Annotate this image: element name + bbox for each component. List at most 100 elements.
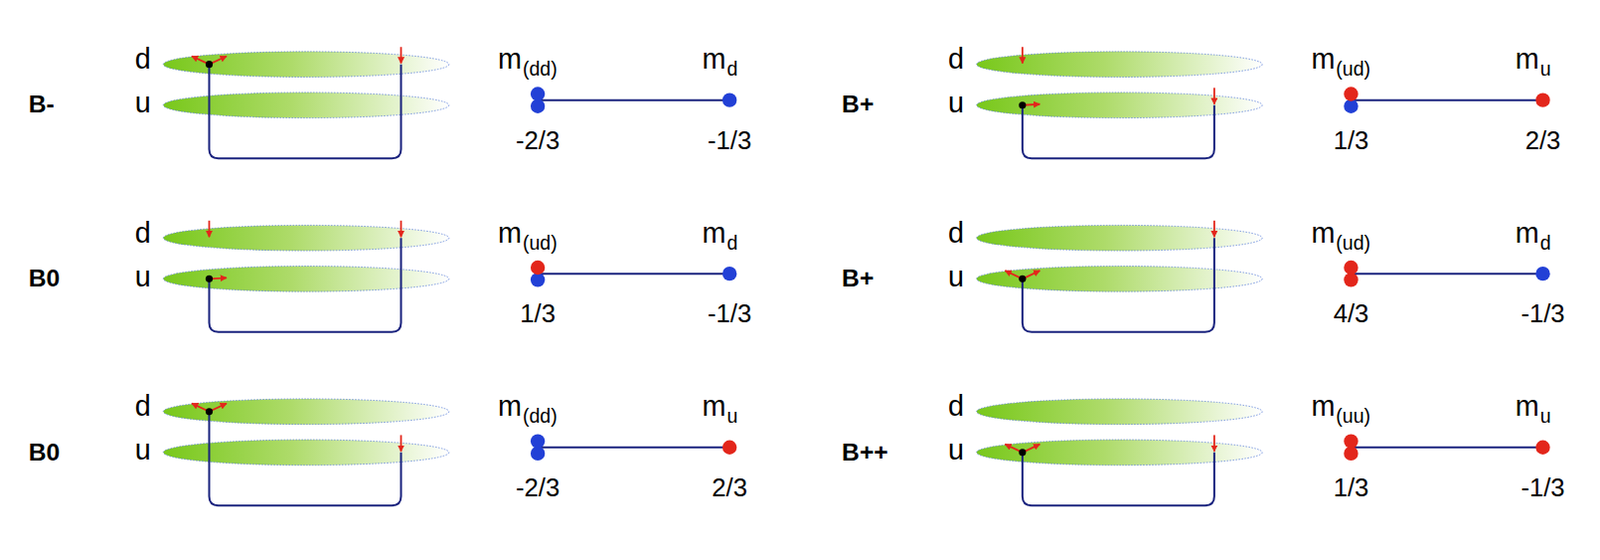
spin-arrow: [400, 220, 403, 237]
mass-line: [537, 446, 730, 449]
mass-symbol: m: [1310, 391, 1335, 421]
bracket-line: [1022, 105, 1215, 159]
mass-symbol: m: [1310, 44, 1335, 74]
panel-figure: [162, 398, 737, 505]
bracket-line: [208, 237, 401, 331]
charge-value: 2/3: [711, 475, 748, 501]
band-letter: d: [135, 218, 152, 248]
charge-value: -1/3: [707, 301, 752, 327]
band-letter: d: [948, 391, 964, 421]
quark-dot: [1343, 272, 1358, 287]
vertex-dot: [205, 60, 213, 68]
mass-subscript: (ud): [1335, 233, 1371, 254]
band-ellipse: [976, 439, 1264, 466]
mass-subscript: (ud): [522, 233, 558, 254]
particle-name: B-: [28, 92, 55, 118]
mass-symbol: m: [701, 44, 726, 74]
quark-dot: [530, 433, 545, 448]
band-ellipse: [976, 398, 1264, 425]
band-ellipse: [976, 265, 1264, 292]
band-letter: d: [135, 44, 152, 74]
mass-symbol: m: [1515, 44, 1540, 74]
particle-name: B++: [841, 440, 889, 466]
spin-arrow: [400, 434, 403, 451]
mass-subscript: (ud): [1335, 59, 1371, 80]
quark-dot: [530, 272, 545, 287]
quark-dot: [1535, 440, 1550, 455]
particle-name: B0: [28, 266, 60, 292]
charge-value: 1/3: [1333, 128, 1370, 155]
band-letter: u: [948, 435, 964, 465]
quark-dot: [722, 440, 737, 455]
particle-name: B+: [841, 92, 874, 118]
band-letter: d: [948, 44, 964, 74]
band-ellipse: [162, 398, 450, 425]
vertex-dot: [205, 275, 213, 283]
mass-subscript: d: [1540, 233, 1552, 254]
mass-symbol: m: [497, 391, 522, 421]
quark-dot: [530, 99, 545, 114]
charge-value: -2/3: [515, 475, 560, 501]
band-letter: u: [135, 435, 152, 465]
quark-dot: [530, 446, 545, 461]
band-ellipse: [162, 51, 450, 78]
quark-dot: [1343, 446, 1358, 461]
mass-line: [1350, 272, 1543, 275]
mass-subscript: u: [1540, 406, 1552, 427]
band-ellipse: [162, 265, 450, 292]
band-ellipse: [976, 224, 1264, 251]
charge-value: 4/3: [1333, 301, 1370, 327]
mass-subscript: u: [1540, 59, 1552, 80]
mass-subscript: u: [726, 406, 738, 427]
spin-arrow: [1213, 87, 1216, 104]
spin-arrow: [1213, 434, 1216, 451]
mass-symbol: m: [1310, 218, 1335, 248]
quark-dot: [530, 86, 545, 101]
bracket-line: [1022, 237, 1215, 331]
mass-line: [1350, 446, 1543, 449]
bracket-line: [208, 64, 401, 159]
quark-dot: [722, 92, 737, 107]
particle-name: B+: [841, 266, 874, 292]
quark-dot: [530, 260, 545, 275]
charge-value: -2/3: [515, 128, 560, 155]
quark-dot: [1343, 86, 1358, 101]
quark-dot: [1535, 266, 1550, 281]
panel-figure: [976, 220, 1551, 332]
panel-figure: [976, 398, 1551, 505]
band-letter: d: [135, 391, 152, 421]
charge-value: -1/3: [1520, 475, 1565, 501]
charge-value: 2/3: [1525, 128, 1562, 155]
charge-value: 1/3: [1333, 475, 1370, 501]
spin-arrow: [1213, 220, 1216, 237]
charge-value: 1/3: [519, 301, 556, 327]
mass-symbol: m: [497, 218, 522, 248]
vertex-dot: [205, 407, 213, 415]
mass-symbol: m: [497, 44, 522, 74]
band-letter: u: [948, 262, 964, 292]
quark-dot: [1343, 99, 1358, 114]
mass-line: [537, 272, 730, 275]
quark-dot: [1343, 260, 1358, 275]
band-letter: u: [135, 88, 152, 118]
quark-dot: [1535, 92, 1550, 107]
bracket-line: [1022, 452, 1215, 505]
mass-subscript: d: [726, 233, 738, 254]
spin-arrow: [400, 46, 403, 63]
mass-subscript: (uu): [1335, 406, 1371, 427]
band-letter: u: [948, 88, 964, 118]
band-letter: u: [135, 262, 152, 292]
particle-name: B0: [28, 440, 60, 466]
spin-arrow: [1021, 46, 1024, 63]
panel-figure: [162, 220, 737, 332]
mass-symbol: m: [701, 391, 726, 421]
panel-figure: [976, 46, 1551, 159]
vertex-dot: [1018, 275, 1026, 283]
charge-value: -1/3: [707, 128, 752, 155]
band-ellipse: [976, 51, 1264, 78]
band-ellipse: [162, 92, 450, 119]
mass-subscript: (dd): [522, 406, 558, 427]
mass-symbol: m: [1515, 391, 1540, 421]
mass-line: [537, 99, 730, 102]
